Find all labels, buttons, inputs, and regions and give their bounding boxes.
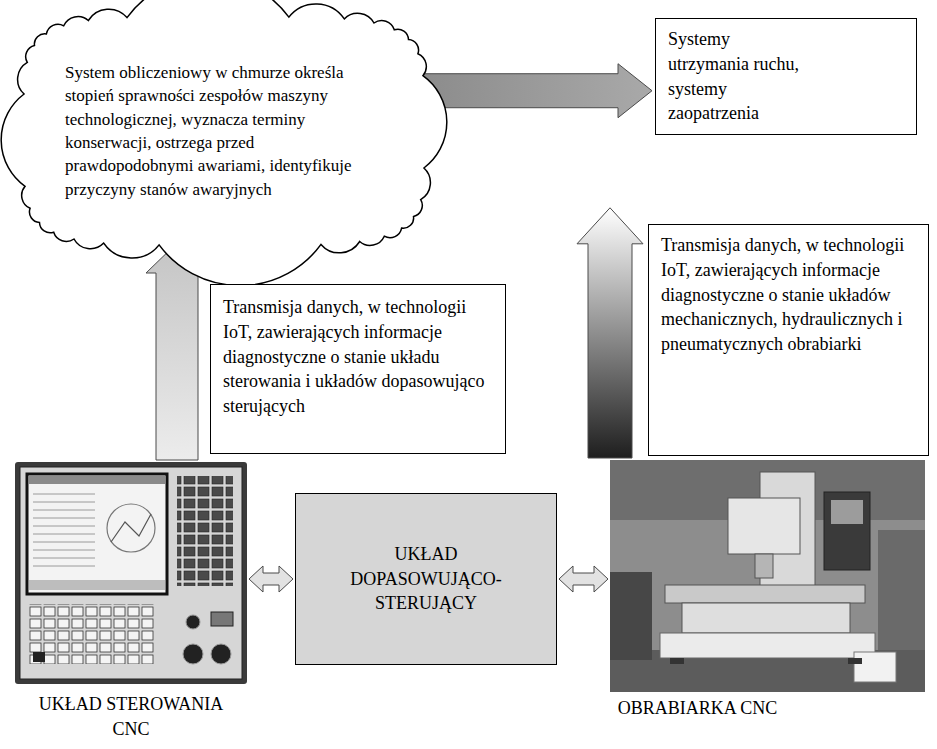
machine-pendant-screen	[831, 500, 863, 524]
cnc-machine-picture	[610, 460, 925, 692]
photo-clutter	[878, 530, 925, 650]
cnc-panel-picture	[15, 462, 247, 684]
photo-object	[854, 652, 896, 682]
panel-keypad	[177, 476, 233, 586]
process-box: UKŁAD DOPASOWUJĄCO-STERUJĄCY	[295, 493, 557, 665]
node-text: System obliczeniowy w chmurze określa st…	[65, 61, 383, 202]
photo-background	[610, 460, 925, 692]
node-text: UKŁAD DOPASOWUJĄCO-STERUJĄCY	[331, 542, 521, 616]
cnc-control-unit: UKŁAD STEROWANIA CNC	[15, 462, 247, 742]
cloud-shape: System obliczeniowy w chmurze określa st…	[10, 3, 438, 259]
note-box: Transmisja danych, w technologii IoT, za…	[210, 284, 506, 454]
machine-head	[728, 498, 800, 554]
machine-foot	[670, 658, 684, 664]
screen-graphic	[111, 514, 151, 542]
panel-frame	[15, 462, 247, 684]
block-arrow	[577, 208, 643, 458]
machine-base	[660, 633, 875, 658]
screen-lines	[33, 494, 95, 566]
panel-knob	[183, 644, 203, 664]
photo-clutter	[610, 572, 652, 660]
node-text: Transmisja danych, w technologii IoT, za…	[223, 295, 493, 419]
block-arrow	[559, 566, 608, 592]
cloud-outline	[10, 3, 438, 259]
panel-button	[211, 612, 233, 626]
panel-bezel	[20, 467, 242, 679]
panel-knob	[211, 644, 231, 664]
node-text: OBRABIARKA CNC	[618, 696, 778, 721]
node-text: Systemy utrzymania ruchu, systemy zaopat…	[668, 27, 808, 126]
note-box: Transmisja danych, w technologii IoT, za…	[648, 224, 929, 456]
block-arrow	[249, 566, 293, 592]
screen-softkeys	[29, 580, 165, 590]
node-text: Transmisja danych, w technologii IoT, za…	[661, 233, 916, 357]
screen-header	[29, 476, 165, 484]
panel-button	[33, 652, 45, 662]
node-text: UKŁAD STEROWANIA CNC	[31, 692, 231, 742]
system-box: Systemy utrzymania ruchu, systemy zaopat…	[655, 18, 917, 135]
cloud-outline-path	[1, 0, 447, 286]
panel-knob	[186, 615, 200, 629]
machine-table	[665, 585, 865, 603]
machine-saddle	[682, 603, 850, 633]
panel-keypad	[29, 604, 155, 664]
machine-pendant	[824, 492, 870, 570]
machine-spindle	[755, 554, 773, 578]
panel-screen	[27, 474, 167, 594]
cnc-machine: OBRABIARKA CNC	[610, 460, 925, 721]
machine-foot	[848, 658, 862, 664]
screen-graphic	[107, 504, 155, 552]
